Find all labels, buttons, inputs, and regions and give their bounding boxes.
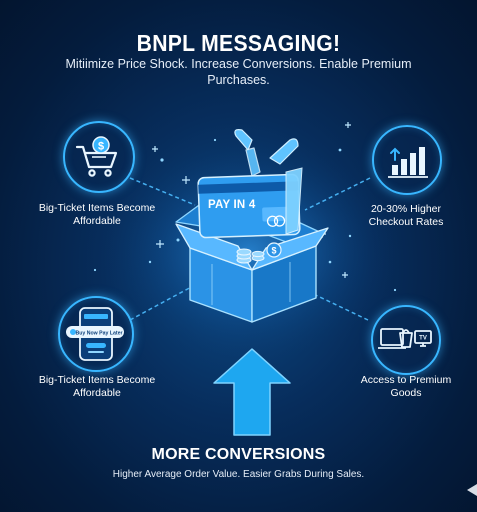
feature-circle-affordable: $ — [63, 121, 135, 193]
page-title: BNPL MESSAGING! — [136, 30, 341, 56]
card-pay-in-4-label: PAY IN 4 — [208, 199, 256, 211]
feature-circle-checkout — [372, 125, 442, 195]
footer-subtitle: Higher Average Order Value. Easier Grabs… — [112, 469, 365, 480]
tv-label: TV — [419, 336, 427, 342]
buy-now-pay-later-label: Buy Now Pay Later — [76, 331, 123, 337]
smartphone-buy-now-pay-later-icon: Buy Now Pay Later — [66, 307, 124, 361]
feature-label-affordable-bottom: Big-Ticket Items Become Affordable — [38, 374, 156, 399]
bar-chart-growth-icon — [388, 147, 428, 178]
premium-goods-icon: TV — [378, 328, 432, 349]
feature-circle-premium: TV — [371, 305, 441, 375]
feature-label-affordable-top: Big-Ticket Items Become Affordable — [38, 202, 156, 227]
feature-label-premium: Access to Premium Goods — [360, 374, 452, 399]
footer-title: MORE CONVERSIONS — [151, 446, 326, 463]
svg-text:$: $ — [98, 141, 104, 153]
feature-circle-phone: Buy Now Pay Later — [58, 296, 134, 372]
feature-label-checkout: 20-30% Higher Checkout Rates — [368, 203, 444, 228]
shopping-cart-dollar-icon: $ — [75, 136, 118, 177]
corner-arrow-icon[interactable] — [467, 484, 477, 496]
page-subtitle: Mitiimize Price Shock. Increase Conversi… — [65, 57, 412, 87]
svg-text:$: $ — [271, 246, 276, 256]
